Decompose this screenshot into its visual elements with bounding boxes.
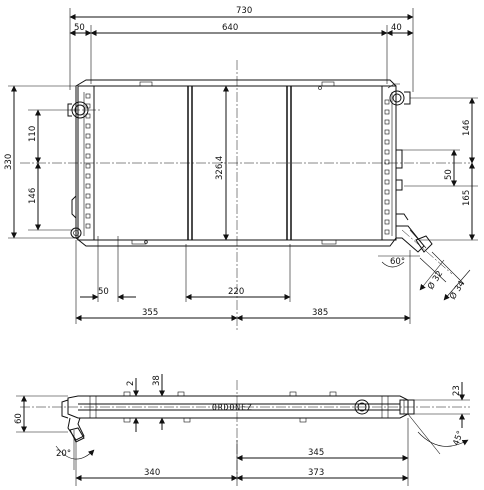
dim-right-lower: 165	[462, 190, 472, 206]
dim-left-span: 355	[142, 308, 158, 318]
right-dimensions: 146 50 165	[402, 97, 478, 241]
dim-left-mount: 50	[98, 287, 109, 297]
pipe-annotations: 60° Ø 32 Ø 34	[378, 251, 471, 302]
dim-right-middle: 50	[444, 169, 454, 180]
dim-span-373: 373	[308, 468, 324, 478]
angle-right-label: 45°	[451, 429, 466, 447]
dim-thickness: 60	[14, 413, 24, 424]
top-view-body	[61, 391, 415, 443]
dim-core-height: 326,4	[215, 156, 225, 180]
dim-span-340: 340	[144, 468, 160, 478]
dim-small-gap: 2	[126, 381, 136, 386]
top-view: ORDONEZ 60 2 38 23	[14, 374, 470, 486]
angle-left-label: 20°	[56, 449, 71, 459]
top-dimensions: 730 50 640 40	[69, 6, 414, 92]
dim-right-span: 385	[312, 308, 328, 318]
top-view-345: 345	[75, 418, 409, 486]
left-tank-holes	[85, 93, 91, 229]
pipe-angle-label: 60°	[390, 257, 405, 267]
angle-right: 45°	[407, 413, 469, 455]
dim-upper-hole: 110	[28, 126, 38, 142]
right-tank-holes	[384, 99, 390, 235]
dim-center-mount: 220	[228, 287, 244, 297]
dim-right-upper: 146	[462, 120, 472, 136]
top-view-small-dims: 2 38	[126, 374, 165, 432]
outlet-pipe	[396, 225, 453, 275]
top-view-bottom-spans: 340 373	[75, 468, 409, 481]
dim-depth: 38	[152, 375, 162, 386]
dim-lower-hole: 146	[28, 188, 38, 204]
bottom-dimensions: 50 220 355 385	[75, 236, 411, 324]
dim-total-height: 330	[4, 154, 14, 170]
dim-right-height: 23	[452, 385, 462, 396]
left-dimensions: 330 110 146	[4, 85, 76, 239]
dim-left-tank: 50	[74, 23, 85, 33]
dim-core-width: 640	[222, 23, 238, 33]
top-view-left-dims: 60	[14, 395, 68, 433]
dim-overall-width: 730	[236, 6, 252, 16]
dim-right-tank: 40	[391, 23, 402, 33]
brand-label: ORDONEZ	[212, 403, 253, 412]
front-view: 730 50 640 40	[4, 6, 478, 330]
angle-left: 20°	[55, 430, 95, 470]
pipe-outer-diameter: Ø 34	[447, 279, 467, 302]
filler-cap	[387, 83, 411, 106]
top-view-right-dims: 23	[414, 382, 470, 428]
center-dimension: 326,4	[215, 85, 229, 241]
dim-span-345: 345	[308, 448, 324, 458]
